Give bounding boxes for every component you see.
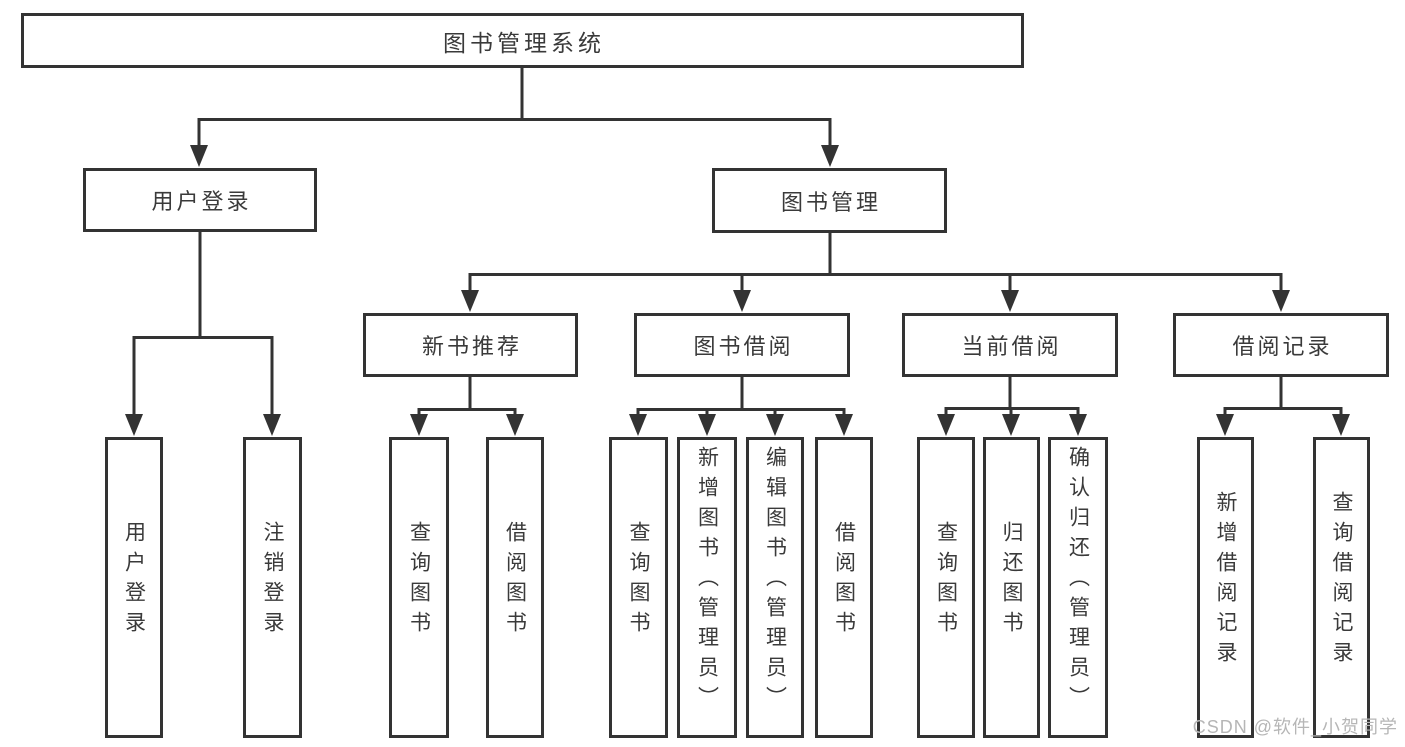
- node-current-borrowing: 当前借阅: [902, 313, 1118, 377]
- node-label: 借阅记录: [1232, 334, 1333, 359]
- leaf-borrow-books-recommendation: 借阅图书: [486, 437, 544, 738]
- node-label: 图书管理: [780, 189, 881, 215]
- leaf-label: 借阅图书: [832, 520, 856, 641]
- node-book-management: 图书管理: [712, 168, 947, 233]
- csdn-watermark: CSDN @软件_小贺同学: [1192, 717, 1398, 737]
- leaf-label: 查询借阅记录: [1330, 490, 1353, 671]
- leaf-query-borrow-record: 查询借阅记录: [1313, 437, 1370, 738]
- leaf-label: 归还图书: [1000, 520, 1023, 641]
- node-book-borrowing: 图书借阅: [634, 313, 850, 377]
- leaf-label: 新增借阅记录: [1214, 490, 1237, 671]
- node-new-book-recommendation: 新书推荐: [363, 313, 578, 377]
- leaf-label: 用户登录: [122, 520, 146, 641]
- leaf-query-books-borrowing: 查询图书: [609, 437, 668, 738]
- leaf-label: 确认归还（管理员）: [1066, 445, 1090, 716]
- leaf-label: 注销登录: [261, 520, 284, 641]
- node-label: 图书管理系统: [443, 29, 605, 56]
- node-label: 新书推荐: [421, 334, 522, 359]
- leaf-add-borrow-record: 新增借阅记录: [1197, 437, 1254, 738]
- leaf-confirm-return-admin: 确认归还（管理员）: [1048, 437, 1108, 738]
- node-library-management-system: 图书管理系统: [21, 13, 1024, 68]
- node-label: 用户登录: [151, 189, 252, 214]
- leaf-add-book-admin: 新增图书（管理员）: [677, 437, 737, 738]
- leaf-query-books-current: 查询图书: [917, 437, 975, 738]
- leaf-label: 查询图书: [627, 520, 650, 641]
- node-borrowing-records: 借阅记录: [1173, 313, 1389, 377]
- leaf-label: 新增图书（管理员）: [695, 445, 719, 716]
- leaf-label: 查询图书: [934, 520, 958, 641]
- leaf-edit-book-admin: 编辑图书（管理员）: [746, 437, 804, 738]
- node-label: 当前借阅: [961, 334, 1062, 359]
- node-user-login: 用户登录: [83, 168, 317, 232]
- leaf-label: 编辑图书（管理员）: [763, 445, 787, 716]
- leaf-user-login: 用户登录: [105, 437, 163, 738]
- leaf-logout: 注销登录: [243, 437, 302, 738]
- leaf-return-books: 归还图书: [983, 437, 1040, 738]
- leaf-label: 查询图书: [407, 520, 431, 641]
- leaf-query-books-recommendation: 查询图书: [389, 437, 449, 738]
- leaf-label: 借阅图书: [503, 520, 527, 641]
- leaf-borrow-books-borrowing: 借阅图书: [815, 437, 873, 738]
- node-label: 图书借阅: [693, 334, 794, 359]
